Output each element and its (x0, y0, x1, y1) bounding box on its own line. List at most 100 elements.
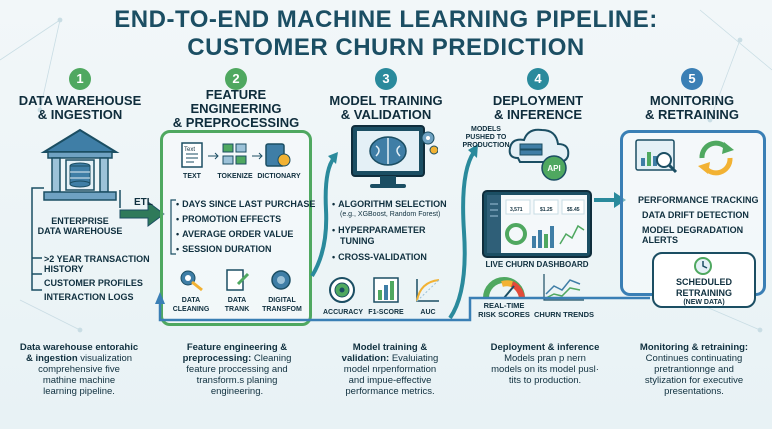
risk-scores-label-line-2: RISK SCORES (478, 310, 530, 319)
dictionary-icon (265, 143, 291, 167)
stage-4-description-line-3: models on its model pusl· (491, 364, 599, 375)
api-badge-label: API (547, 164, 561, 173)
stage-2-heading: FEATURE ENGINEERING & PREPROCESSING (166, 88, 306, 130)
model-degradation-alerts-line-2: ALERTS (642, 235, 678, 245)
title-line-1: END-TO-END MACHINE LEARNING PIPELINE: (114, 6, 658, 33)
stage-1-description: Data warehouse entorahic & ingestion vis… (4, 342, 154, 397)
stage-2-heading-line-2: ENGINEERING (190, 101, 282, 116)
stage-2-icon-arrows (208, 152, 263, 160)
source-transaction-history-line-1: >2 YEAR TRANSACTION (44, 254, 150, 264)
stage-2-description-line-4: transform.s planing (196, 375, 278, 386)
text-icon-label: TEXT (183, 173, 201, 180)
stage-2-description-bold-1: Feature engineering & (186, 342, 288, 353)
stage-5-description-line-3: pretrantionnge and (654, 364, 734, 375)
data-drift-detection: DATA DRIFT DETECTION (642, 210, 749, 220)
data-trank-icon (226, 269, 250, 291)
refresh-cycle-icon (698, 140, 734, 176)
stage-2-heading-line-1: FEATURE (205, 87, 267, 102)
scheduled-retraining-label: SCHEDULED RETRAINING (NEW DATA) (652, 277, 756, 307)
stage-4-heading-line-1: DEPLOYMENT (492, 93, 584, 108)
warehouse-building-icon (40, 128, 120, 201)
stage-5-heading-line-2: & RETRAINING (645, 107, 739, 122)
warehouse-label: ENTERPRISE DATA WAREHOUSE (30, 216, 130, 236)
scheduled-retraining-line-1: SCHEDULED (675, 277, 732, 287)
model-degradation-alerts: MODEL DEGRADATION ALERTS (642, 225, 743, 245)
stage-2-description-bold-2: preprocessing: (182, 353, 252, 364)
feature-promotion-effects: PROMOTION EFFECTS (176, 214, 281, 224)
stage-3-description-line-5: performance metrics. (345, 386, 435, 397)
scheduled-retraining-line-2: RETRAINING (676, 288, 732, 298)
stage-1-heading-line-1: DATA WAREHOUSE (18, 93, 142, 108)
text-document-word: Text (184, 147, 196, 153)
metric-f1-score: F1-SCORE (368, 309, 404, 316)
stage-2-description-line-1: Feature engineering & (162, 342, 312, 353)
tokenize-icon-label: TOKENIZE (217, 173, 253, 180)
accuracy-target-icon (329, 277, 355, 303)
auc-curve-icon (416, 279, 440, 302)
stage-1-description-line-2: & ingestion visualization (4, 353, 154, 364)
dashboard-kpi-1: 3,571 (510, 207, 523, 213)
digital-transform-label: DIGITAL TRANSFOM (260, 296, 304, 314)
algorithm-examples: (e.g., XGBoost, Random Forest) (340, 211, 441, 218)
stage-3-description-line-4: and impue-effective (348, 375, 432, 386)
feature-bracket (170, 199, 176, 255)
algorithm-selection: ALGORITHM SELECTION (332, 199, 447, 209)
models-pushed-note-line-3: PRODUCTION (462, 142, 510, 149)
stage-5-description-line-4: stylization for executive (644, 375, 744, 386)
stage-1-description-line-1: Data warehouse entorahic (4, 342, 154, 353)
feature-average-order-value: AVERAGE ORDER VALUE (176, 229, 293, 239)
stage-2-description: Feature engineering & preprocessing: Cle… (162, 342, 312, 397)
stage-3-number: 3 (375, 68, 397, 90)
stage-2-number: 2 (225, 68, 247, 90)
stage-1-bracket (31, 187, 44, 291)
models-pushed-note-line-1: MODELS (471, 126, 501, 133)
data-trank-label-line-1: DATA (227, 297, 247, 304)
digital-transform-icon (271, 270, 291, 290)
data-cleaning-label: DATA CLEANING (170, 296, 212, 314)
stage-1-heading-line-2: & INGESTION (37, 107, 123, 122)
source-transaction-history-line-2: HISTORY (44, 264, 84, 274)
dashboard-kpi-2: $1.25 (540, 207, 553, 213)
title-line-2: CUSTOMER CHURN PREDICTION (187, 34, 585, 61)
feature-session-duration: SESSION DURATION (176, 244, 271, 254)
live-dashboard-screen (482, 190, 592, 258)
cross-validation: CROSS-VALIDATION (332, 252, 427, 262)
feature-days-since-purchase: DAYS SINCE LAST PURCHASE (176, 199, 315, 209)
stage-3-description: Model training & validation: Evaluiating… (316, 342, 464, 397)
data-trank-label: DATA TRANK (216, 296, 258, 314)
stage-3-description-line-1: Model training & (316, 342, 464, 353)
stage-2-description-rest-2: Cleaning (251, 353, 292, 364)
data-trank-label-line-2: TRANK (224, 306, 250, 313)
warehouse-label-line-2: DATA WAREHOUSE (37, 226, 123, 236)
stage-4-number: 4 (527, 68, 549, 90)
dashboard-label: LIVE CHURN DASHBOARD (485, 260, 589, 269)
risk-scores-label-line-1: REAL-TIME (483, 301, 525, 310)
dashboard-kpi-3: $5.45 (567, 207, 580, 213)
stage-1-description-bold-2: & ingestion (25, 353, 78, 364)
stage-3-description-line-3: model nrpenformation (343, 364, 437, 375)
models-pushed-note: MODELS PUSHED TO PRODUCTION (458, 126, 514, 150)
metric-auc: AUC (420, 309, 436, 316)
etl-arrow (119, 190, 165, 227)
stage-5-number: 5 (681, 68, 703, 90)
stage-5-description-line-2: Continues continuating (645, 353, 743, 364)
monitor-brain-icon (351, 125, 438, 188)
stage-2-description-line-3: feature proccessing and (186, 364, 288, 375)
stage-2-heading-line-3: & PREPROCESSING (172, 115, 300, 130)
stage-3-heading: MODEL TRAINING & VALIDATION (316, 94, 456, 122)
source-interaction-logs: INTERACTION LOGS (44, 292, 134, 302)
stage-4-description-line-2: Models pran p nern (504, 353, 586, 364)
etl-label: ETL (134, 197, 153, 208)
hyperparameter-tuning-line-2: TUNING (340, 236, 375, 246)
stage-4-description-line-4: tits to production. (508, 375, 582, 386)
stage-4-heading-line-2: & INFERENCE (493, 107, 583, 122)
stage-5-heading-line-1: MONITORING (649, 93, 735, 108)
models-pushed-note-line-2: PUSHED TO (465, 134, 507, 141)
stage-1-description-rest-2: visualization (77, 353, 133, 364)
stage-1-description-line-3: comprehensive five (38, 364, 120, 375)
performance-tracking: PERFORMANCE TRACKING (638, 195, 759, 205)
metric-accuracy: ACCURACY (322, 309, 364, 316)
digital-transform-label-line-1: DIGITAL (268, 297, 296, 304)
stage-4-description-bold-1: Deployment & inference (490, 342, 600, 353)
stage-4-description-line-1: Deployment & inference (470, 342, 620, 353)
